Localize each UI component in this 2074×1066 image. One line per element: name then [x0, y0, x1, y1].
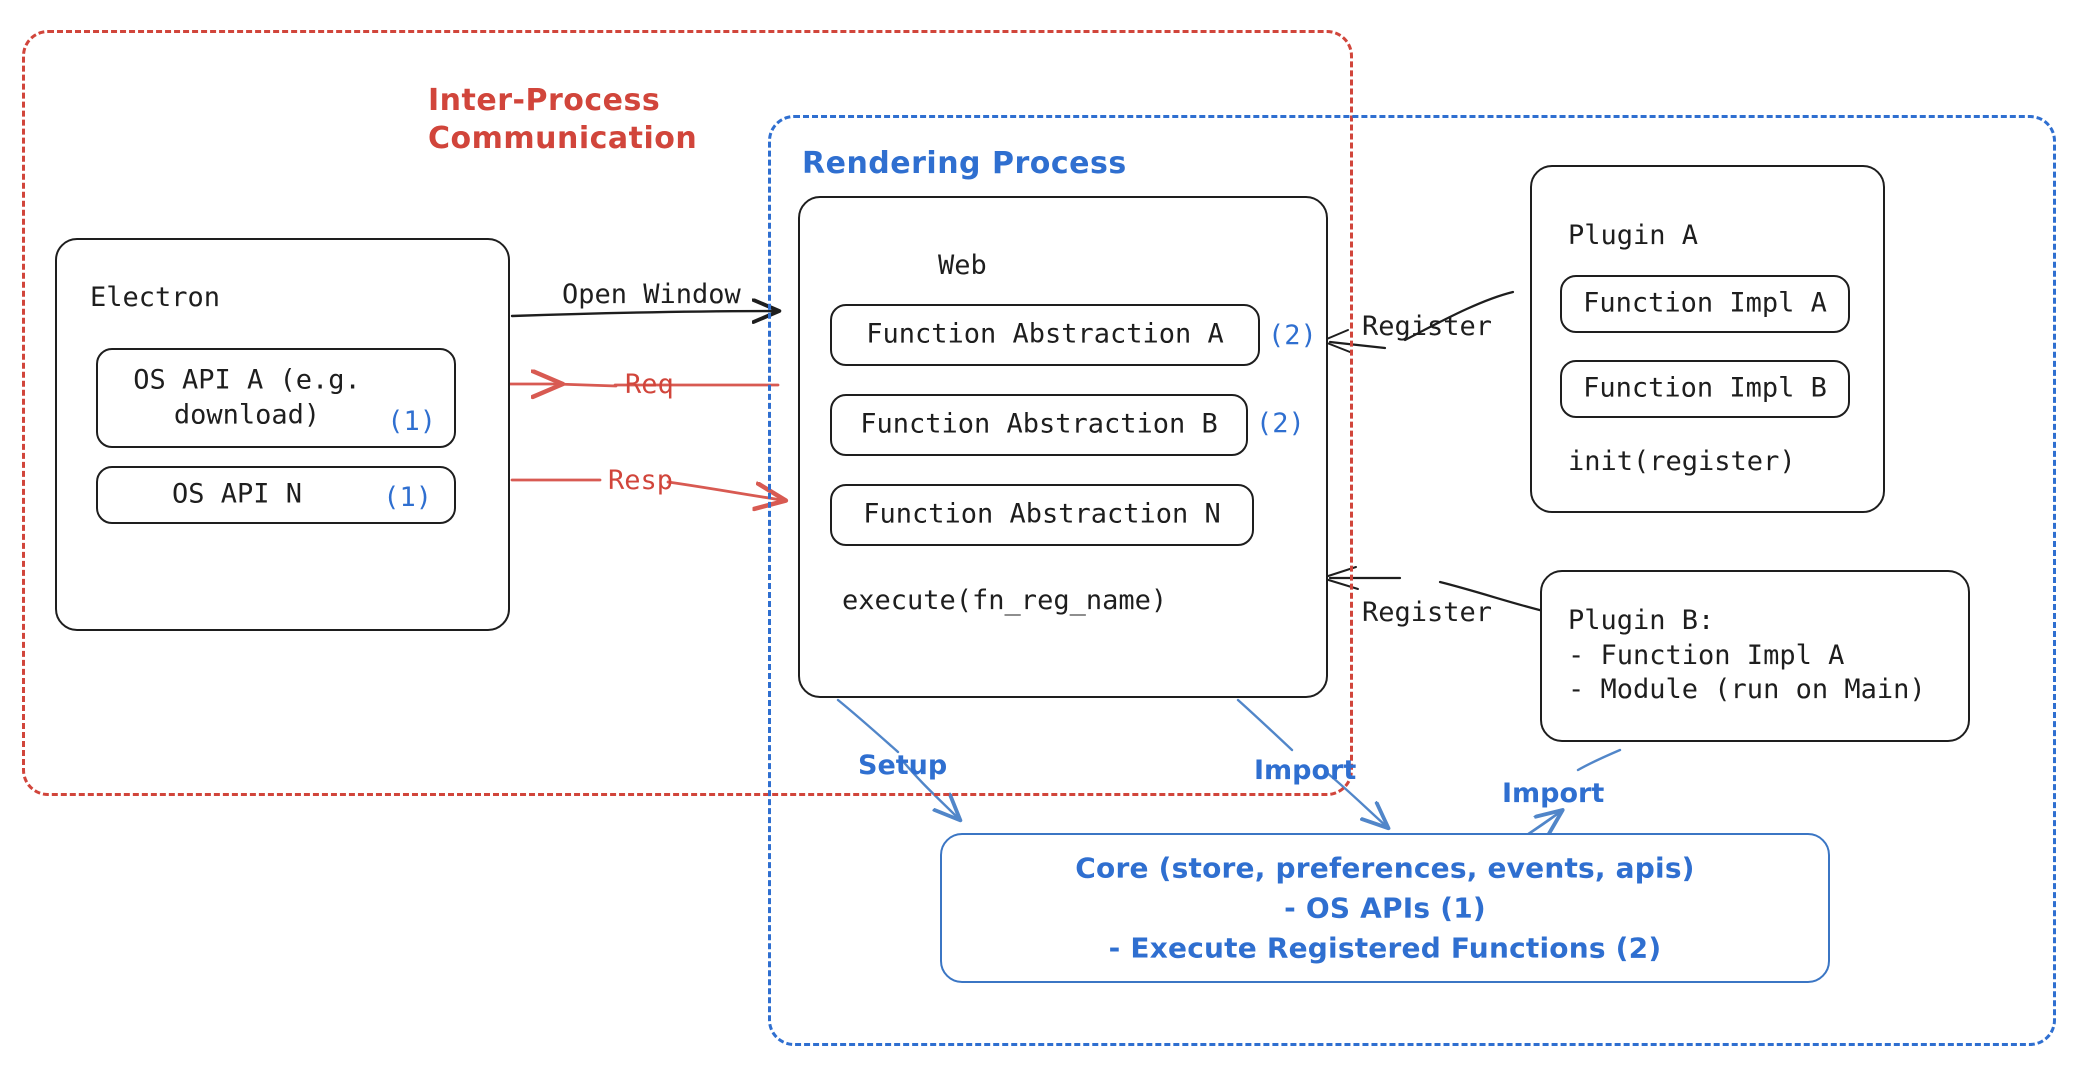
function-abstraction-b-box[interactable]: Function Abstraction B — [830, 394, 1248, 456]
function-abstraction-b-label: Function Abstraction B — [860, 408, 1218, 440]
web-label: Web — [938, 250, 987, 281]
plugin-a-label: Plugin A — [1568, 220, 1699, 251]
core-text: Core (store, preferences, events, apis) … — [1075, 851, 1695, 964]
edge-label-register-a: Register — [1362, 311, 1493, 342]
zone-inter-process-communication — [22, 30, 1353, 796]
function-abstraction-n-label: Function Abstraction N — [863, 498, 1221, 530]
function-impl-b-box[interactable]: Function Impl B — [1560, 360, 1850, 418]
os-api-a-box[interactable]: OS API A (e.g. download) (1) — [96, 348, 456, 448]
zone-ipc-label: Inter-Process Communication — [428, 83, 698, 157]
function-abstraction-a-box[interactable]: Function Abstraction A — [830, 304, 1260, 366]
plugin-b-box[interactable]: Plugin B: - Function Impl A - Module (ru… — [1540, 570, 1970, 742]
function-impl-b-label: Function Impl B — [1583, 372, 1827, 404]
function-impl-a-box[interactable]: Function Impl A — [1560, 275, 1850, 333]
edge-label-resp: Resp — [608, 465, 674, 496]
function-abstraction-a-step: (2) — [1268, 320, 1317, 351]
core-box[interactable]: Core (store, preferences, events, apis) … — [940, 833, 1830, 983]
zone-rendering-process — [768, 115, 2056, 1046]
function-abstraction-n-box[interactable]: Function Abstraction N — [830, 484, 1254, 546]
function-abstraction-b-step: (2) — [1256, 408, 1305, 439]
edge-label-register-b: Register — [1362, 597, 1493, 628]
os-api-n-step: (1) — [383, 482, 432, 513]
edge-label-setup: Setup — [858, 750, 948, 781]
plugin-b-label: Plugin B: - Function Impl A - Module (ru… — [1568, 605, 1926, 706]
zone-rendering-label: Rendering Process — [802, 146, 1127, 181]
os-api-n-box[interactable]: OS API N (1) — [96, 466, 456, 524]
edge-label-open-window: Open Window — [562, 279, 741, 310]
electron-label: Electron — [90, 282, 221, 313]
edge-label-req: Req — [625, 369, 674, 400]
edge-label-import-plugin: Import — [1502, 778, 1605, 809]
plugin-a-init-label: init(register) — [1568, 446, 1796, 477]
os-api-a-step: (1) — [387, 406, 436, 437]
function-impl-a-label: Function Impl A — [1583, 287, 1827, 319]
edge-label-import-web: Import — [1254, 755, 1357, 786]
os-api-n-label: OS API N — [171, 478, 303, 510]
function-abstraction-a-label: Function Abstraction A — [866, 318, 1224, 350]
os-api-a-label: OS API A (e.g. download) — [133, 364, 361, 430]
web-execute-label: execute(fn_reg_name) — [842, 585, 1168, 616]
plugin-a-box[interactable] — [1530, 165, 1885, 513]
